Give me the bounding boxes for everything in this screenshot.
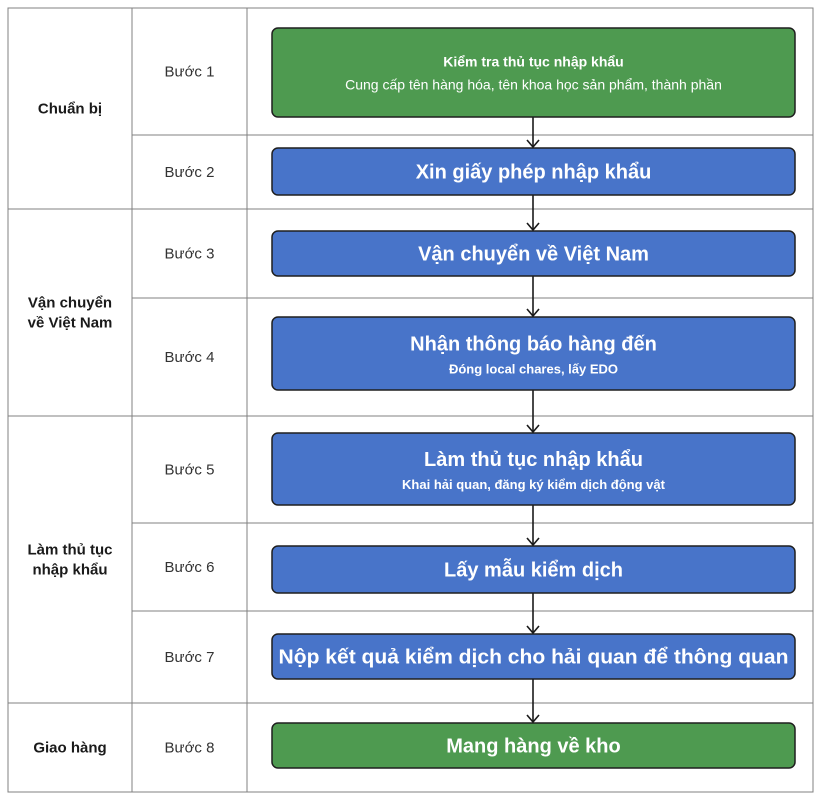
step-label: Bước 4 [165, 349, 215, 366]
step-box-shape [271, 27, 796, 118]
step-box-shape [271, 230, 796, 277]
table-border [7, 7, 814, 793]
table-grid [7, 7, 814, 793]
flow-arrow [526, 117, 540, 149]
step-title: Vận chuyển về Việt Nam [418, 244, 649, 266]
phase-label: nhập khẩu [32, 562, 107, 579]
step-box-shape [271, 316, 796, 391]
step-box-7: Nộp kết quả kiểm dịch cho hải quan để th… [271, 633, 796, 680]
flow-arrow [526, 593, 540, 635]
step-box-shape [271, 545, 796, 594]
step-box-8: Mang hàng về kho [271, 722, 796, 769]
phase-label: Chuẩn bị [38, 101, 102, 118]
step-column: Bước 1 Bước 2 Bước 3 Bước 4 Bước 5 Bước 6 Bước… [165, 64, 215, 757]
step-label: Bước 6 [165, 559, 215, 576]
step-subtitle: Khai hải quan, đăng ký kiểm dịch động vậ… [402, 477, 666, 492]
step-label: Bước 2 [165, 164, 215, 181]
step-label: Bước 3 [165, 246, 215, 263]
step-subtitle: Cung cấp tên hàng hóa, tên khoa học sản … [345, 77, 722, 93]
step-box-shape [271, 432, 796, 506]
step-box-6: Lấy mẫu kiểm dịch [271, 545, 796, 594]
phase-label: Giao hàng [33, 740, 106, 757]
step-title: Làm thủ tục nhập khẩu [424, 449, 643, 471]
step-box-shape [271, 633, 796, 680]
phase-label: về Việt Nam [28, 315, 113, 332]
step-subtitle: Đóng local chares, lấy EDO [449, 362, 618, 377]
flow-arrow [526, 505, 540, 547]
step-title: Nhận thông báo hàng đến [410, 334, 657, 356]
phase-label: Vận chuyển [28, 295, 112, 312]
step-box-shape [271, 147, 796, 196]
flow-arrow [526, 276, 540, 318]
phase-label: Làm thủ tục [28, 542, 113, 559]
step-box-3: Vận chuyển về Việt Nam [271, 230, 796, 277]
flow-arrow [526, 195, 540, 232]
step-title: Mang hàng về kho [446, 736, 620, 758]
step-box-2: Xin giấy phép nhập khẩu [271, 147, 796, 196]
flow-arrows [526, 117, 540, 724]
step-label: Bước 1 [165, 64, 215, 81]
step-title: Lấy mẫu kiểm dịch [444, 558, 623, 582]
flow-arrow [526, 679, 540, 724]
step-title: Xin giấy phép nhập khẩu [416, 162, 652, 184]
step-box-shape [271, 722, 796, 769]
step-label: Bước 7 [165, 649, 215, 666]
step-label: Bước 5 [165, 462, 215, 479]
step-title: Nộp kết quả kiểm dịch cho hải quan để th… [279, 647, 789, 669]
step-title: Kiểm tra thủ tục nhập khẩu [443, 54, 623, 70]
step-label: Bước 8 [165, 740, 215, 757]
flow-arrow [526, 390, 540, 434]
